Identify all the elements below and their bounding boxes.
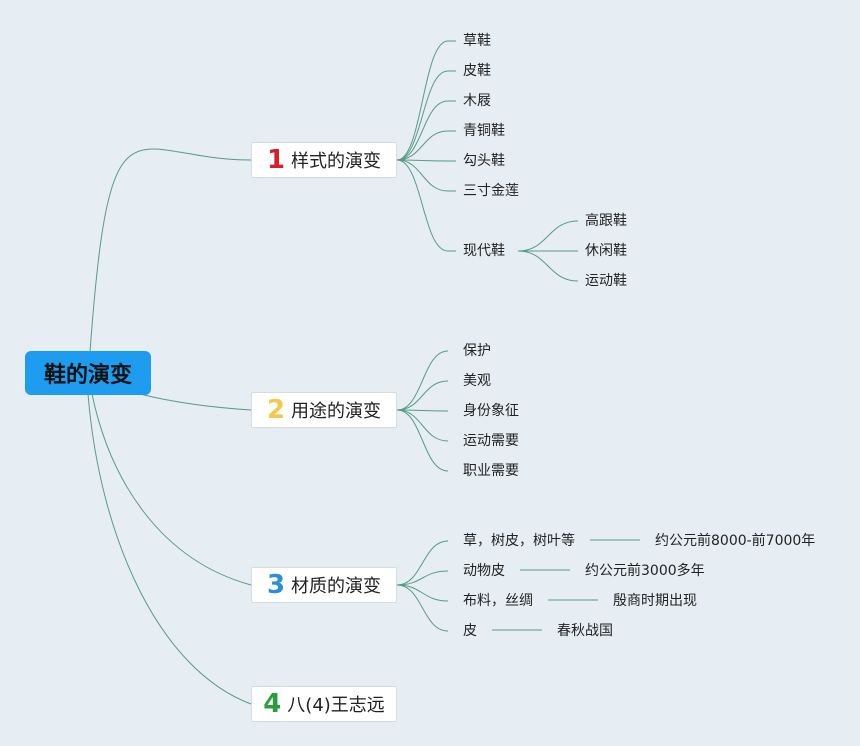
leaf-detail-3000bc[interactable]: 约公元前3000多年 <box>585 563 705 579</box>
branch-3-link-2 <box>396 584 449 602</box>
leaf-lotus-shoes[interactable]: 三寸金莲 <box>463 183 519 199</box>
leaf-protection[interactable]: 保护 <box>463 343 491 359</box>
leaf-leather-shoes[interactable]: 皮鞋 <box>463 63 491 79</box>
modern-link-0 <box>517 220 579 252</box>
branch-1-link-3 <box>396 130 449 161</box>
branch-1-link-2 <box>396 100 449 161</box>
branch-3-topic[interactable]: 3 材质的演变 <box>251 567 397 603</box>
leaf-occupation-need[interactable]: 职业需要 <box>463 463 519 479</box>
branch-3-link-0 <box>396 540 449 586</box>
leaf-animal-skin[interactable]: 动物皮 <box>463 563 505 579</box>
branch-2-link-2 <box>396 409 449 412</box>
root-link-branch-1 <box>89 148 252 353</box>
branch-1-number: 1 <box>266 145 286 175</box>
branch-1-label: 样式的演变 <box>291 151 382 172</box>
leaf-leather[interactable]: 皮 <box>463 623 477 639</box>
leaf-appearance[interactable]: 美观 <box>463 373 491 389</box>
modern-link-2 <box>517 250 579 282</box>
branch-1-link-4 <box>396 159 449 162</box>
branch-4-topic[interactable]: 4 八(4)王志远 <box>251 686 397 722</box>
branch-2-link-1 <box>396 380 449 411</box>
leaf-detail-shang[interactable]: 殷商时期出现 <box>613 593 697 609</box>
leaf-grass-bark-leaves[interactable]: 草，树皮，树叶等 <box>463 533 575 549</box>
leaf-detail-spring-autumn[interactable]: 春秋战国 <box>557 623 613 639</box>
leaf-sports-need[interactable]: 运动需要 <box>463 433 519 449</box>
branch-1-link-0 <box>396 40 449 161</box>
branch-4-number: 4 <box>263 689 282 719</box>
root-topic[interactable]: 鞋的演变 <box>25 351 151 395</box>
branch-1-link-5 <box>396 159 449 192</box>
root-link-branch-3 <box>91 393 252 586</box>
branch-4-label: 八(4)王志远 <box>287 695 385 716</box>
leaf-modern-shoes[interactable]: 现代鞋 <box>463 243 505 259</box>
branch-2-topic[interactable]: 2 用途的演变 <box>251 392 397 428</box>
branch-2-link-4 <box>396 409 449 472</box>
leaf-casual-shoes[interactable]: 休闲鞋 <box>585 243 627 259</box>
leaf-bronze-shoes[interactable]: 青铜鞋 <box>463 123 505 139</box>
branch-2-link-3 <box>396 409 449 442</box>
leaf-detail-8000bc[interactable]: 约公元前8000-前7000年 <box>655 533 816 549</box>
branch-2-label: 用途的演变 <box>291 401 382 422</box>
root-topic-label: 鞋的演变 <box>43 363 132 388</box>
branch-2-number: 2 <box>266 395 286 425</box>
branch-3-label: 材质的演变 <box>291 576 382 597</box>
leaf-straw-shoes[interactable]: 草鞋 <box>463 33 491 49</box>
branch-3-link-3 <box>396 584 449 632</box>
branch-3-number: 3 <box>266 570 286 600</box>
leaf-hook-toe-shoes[interactable]: 勾头鞋 <box>463 153 505 169</box>
leaf-cloth-silk[interactable]: 布料，丝绸 <box>463 593 533 609</box>
branch-3-link-1 <box>396 570 449 586</box>
leaf-clogs[interactable]: 木屐 <box>463 93 491 109</box>
branch-2-link-0 <box>396 350 449 411</box>
leaf-sports-shoes[interactable]: 运动鞋 <box>585 273 627 289</box>
branch-1-topic[interactable]: 1 样式的演变 <box>251 142 397 178</box>
root-link-branch-4 <box>87 393 252 705</box>
leaf-status-symbol[interactable]: 身份象征 <box>463 403 519 419</box>
branch-1-link-6 <box>396 159 449 252</box>
branch-1-link-1 <box>396 70 449 161</box>
leaf-high-heels[interactable]: 高跟鞋 <box>585 213 627 229</box>
root-link-branch-2 <box>139 393 252 411</box>
